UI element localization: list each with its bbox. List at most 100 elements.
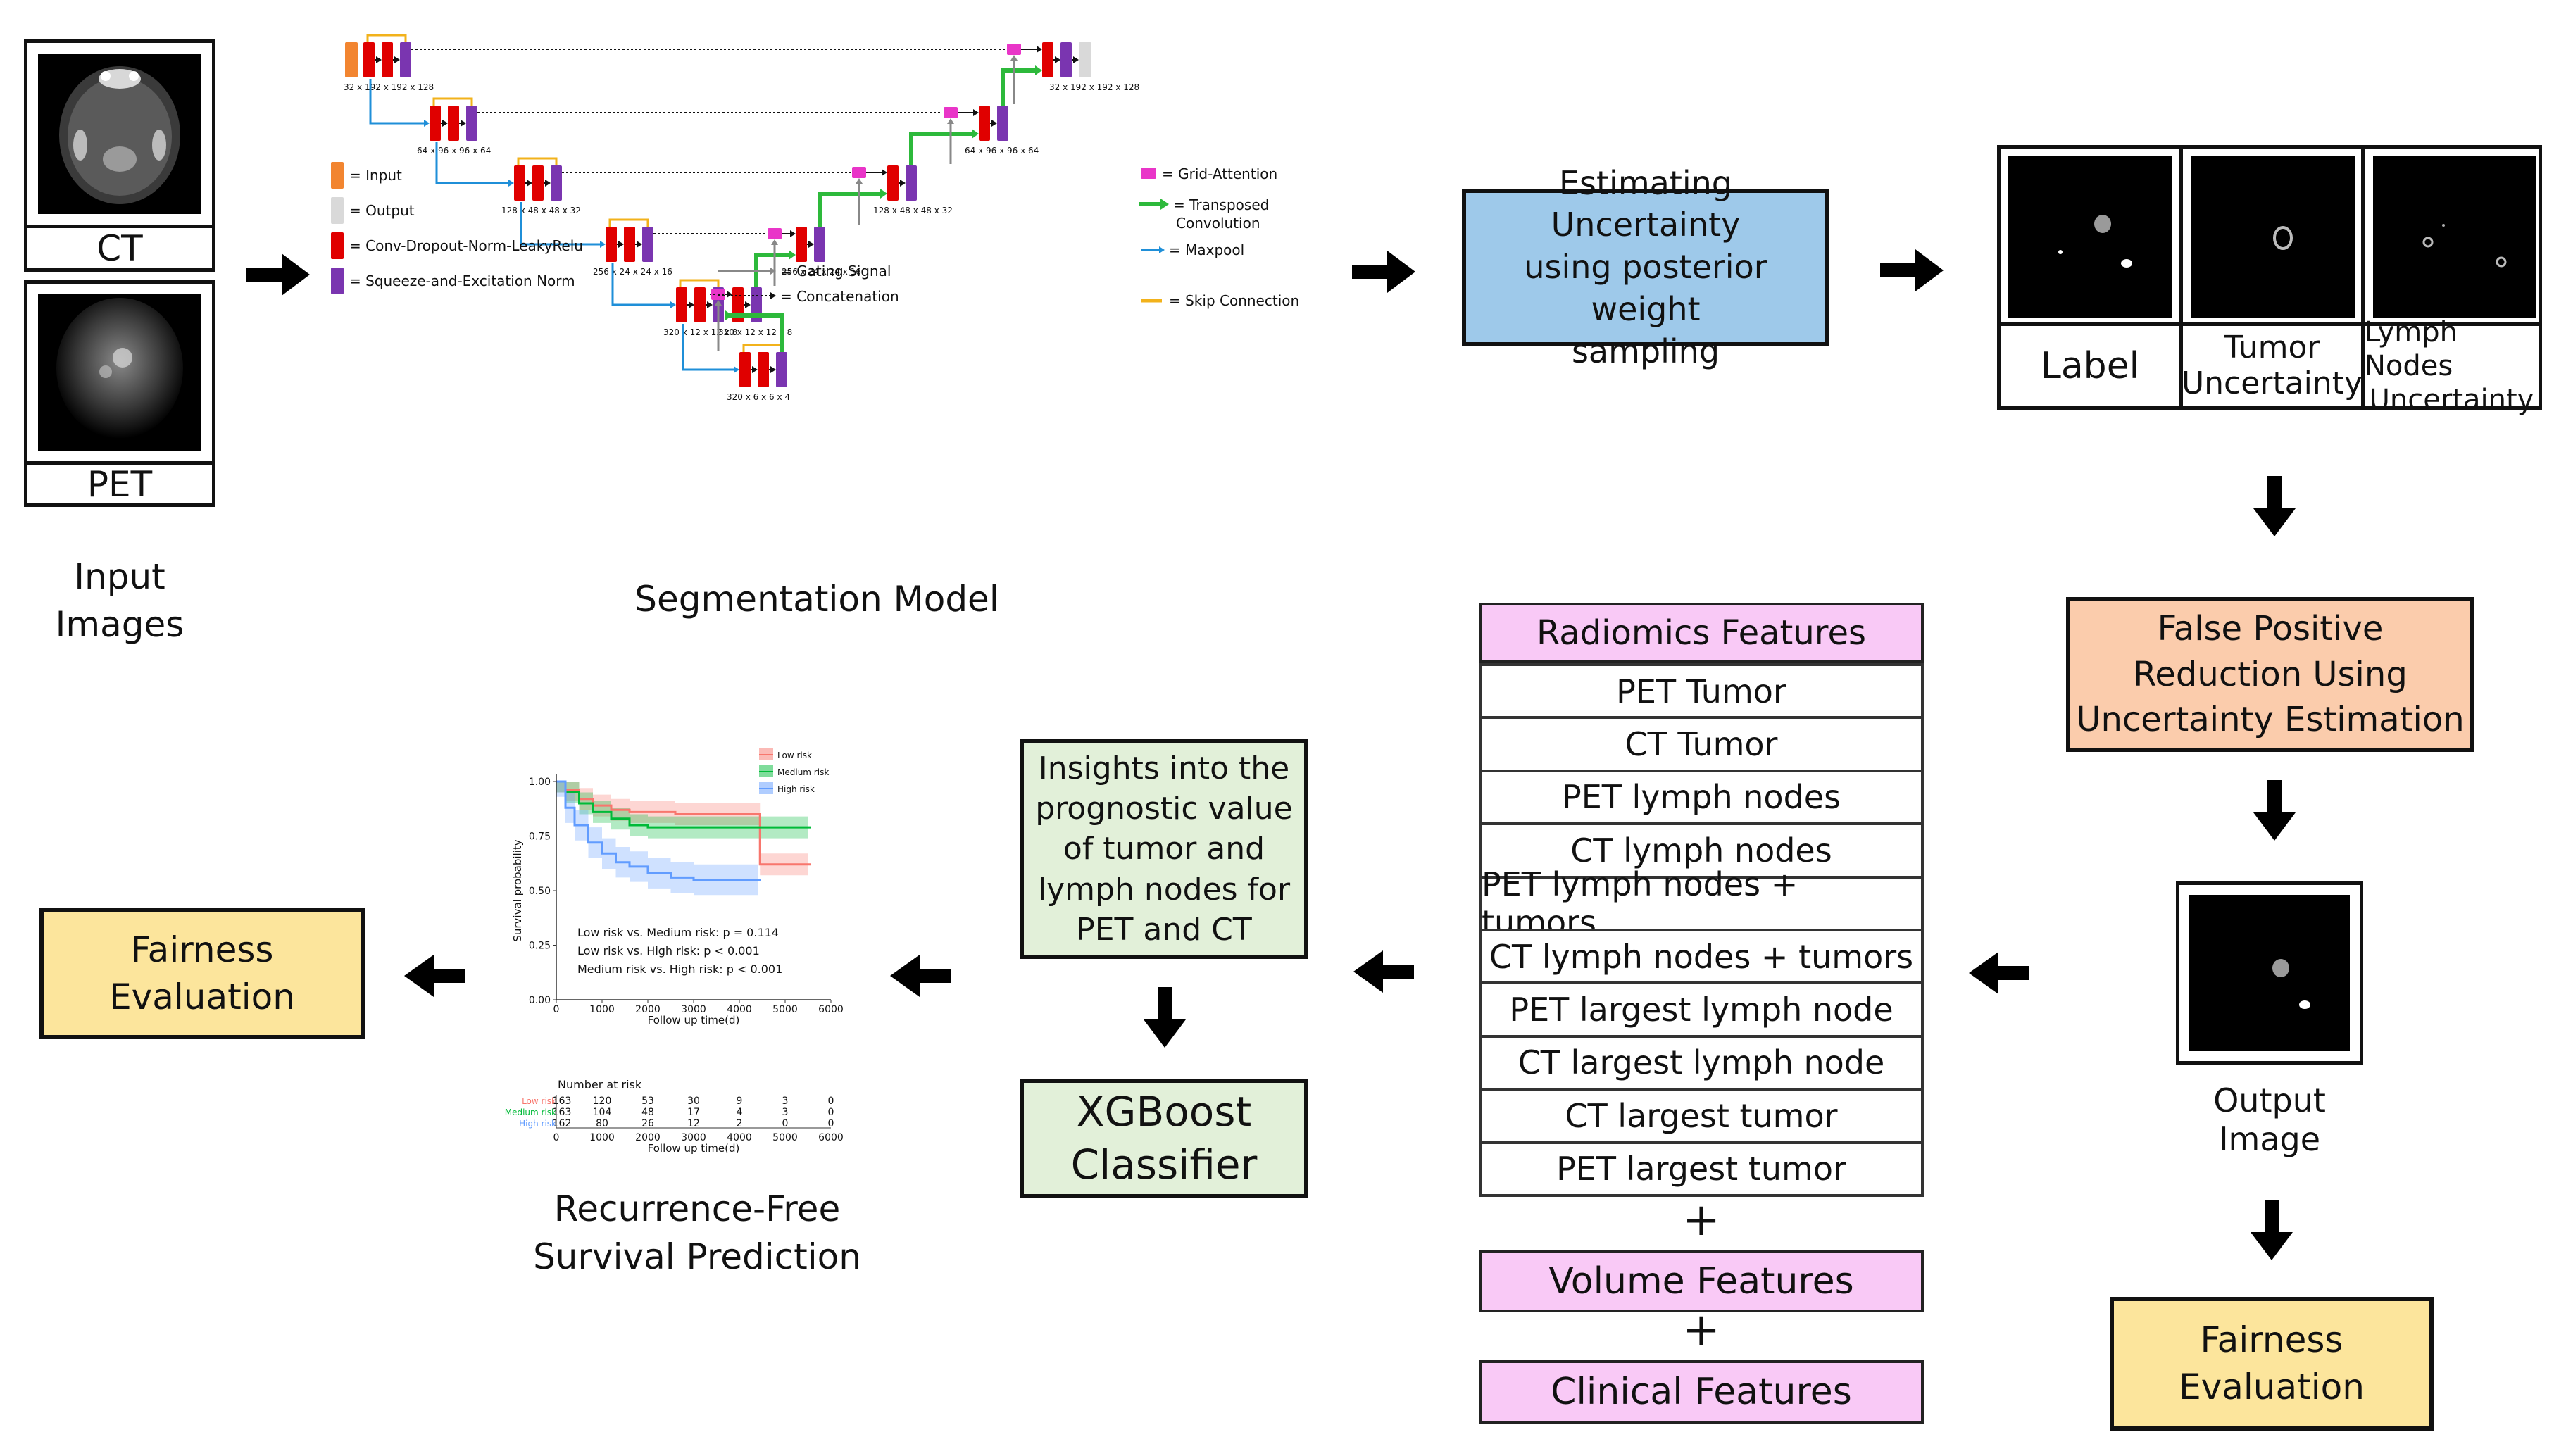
km-risk-value: 163 <box>553 1107 572 1118</box>
km-legend-label: Medium risk <box>777 767 829 777</box>
km-risk-x-tick-label: 1000 <box>589 1132 615 1143</box>
km-confidence-band <box>556 782 758 896</box>
pet-image-frame <box>24 280 215 465</box>
uncertainty-estimation-box: Estimating Uncertainty using posterior w… <box>1462 164 1829 370</box>
unet-conv-block <box>606 227 617 262</box>
lymph-caption-line-2: Uncertainty <box>2369 384 2534 416</box>
unet-conv-block <box>796 227 807 262</box>
unet-se-block <box>906 165 917 201</box>
unet-inner-arrow-head <box>637 241 642 248</box>
unet-conv-block <box>979 106 990 141</box>
legend-swatch <box>331 197 344 224</box>
km-x-tick-label: 3000 <box>681 1004 706 1015</box>
unet-conv-block <box>758 352 769 387</box>
legend-text: = Transposed <box>1173 196 1269 213</box>
label-mask-image <box>2008 156 2172 318</box>
unet-se-block <box>776 352 787 387</box>
label-panel-divider-1 <box>2179 145 2183 410</box>
km-series-line <box>556 780 761 881</box>
unet-concat-arrow-head <box>790 230 796 237</box>
unet-conv-block <box>887 165 899 201</box>
xgboost-line-1: XGBoost <box>1076 1087 1252 1136</box>
km-legend-label: High risk <box>777 784 815 794</box>
radiomics-feature-item: CT largest tumor <box>1479 1088 1924 1144</box>
unet-skip-connection <box>679 279 720 287</box>
unet-dim-label: 128 x 48 x 48 x 32 <box>501 206 581 215</box>
arrow-output-to-fairness <box>2251 1200 2293 1260</box>
unet-skip-connection <box>366 34 407 42</box>
km-risk-x-tick-label: 3000 <box>681 1132 706 1143</box>
unet-conv-block <box>363 42 375 77</box>
unet-conv-block <box>448 106 459 141</box>
legend-text: Convolution <box>1176 215 1260 232</box>
radiomics-features-header: Radiomics Features <box>1479 603 1924 663</box>
radiomics-feature-item: PET lymph nodes + tumors <box>1479 865 1924 941</box>
unet-maxpool-arrow-head <box>670 301 676 308</box>
unet-inner-arrow-head <box>808 241 814 248</box>
legend-swatch <box>331 232 344 259</box>
unet-grid-attention <box>768 228 782 239</box>
unet-skip-connection <box>432 97 473 106</box>
survival-caption-line-1: Recurrence-Free <box>553 1188 841 1229</box>
km-x-tick-label: 2000 <box>635 1004 661 1015</box>
unet-dim-label: 32 x 192 x 192 x 128 <box>1049 82 1139 92</box>
unet-conv-block <box>430 106 441 141</box>
ct-label: CT <box>24 228 215 272</box>
unet-se-block <box>400 42 411 77</box>
unet-se-block <box>814 227 825 262</box>
unet-maxpool-arrow <box>435 142 508 184</box>
unet-conv-block <box>624 227 635 262</box>
km-x-tick-label: 6000 <box>818 1004 844 1015</box>
arrow-false-positive-to-output <box>2253 780 2296 841</box>
arrow-segmentation-to-uncertainty <box>1352 251 1415 293</box>
arrow-insights-to-survival <box>890 955 951 997</box>
insights-line-5: PET and CT <box>1076 911 1252 948</box>
tumor-uncertainty-image <box>2191 156 2355 318</box>
km-risk-value: 9 <box>737 1096 743 1107</box>
km-risk-x-axis-label: Follow up time(d) <box>648 1142 740 1155</box>
unet-transposed-conv-arrow <box>1001 68 1037 106</box>
km-risk-value: 0 <box>828 1118 834 1129</box>
unet-grid-attention <box>852 167 866 178</box>
km-risk-row-label: Medium risk <box>505 1107 556 1117</box>
volume-features-box: Volume Features <box>1479 1250 1924 1312</box>
unet-concat-arrow-head <box>973 109 979 116</box>
clinical-features-box: Clinical Features <box>1479 1360 1924 1424</box>
unet-inner-arrow-head <box>707 301 713 308</box>
arrow-features-to-insights <box>1353 950 1414 993</box>
input-caption-line-2: Images <box>55 603 184 645</box>
unet-maxpool-arrow-head <box>600 241 606 248</box>
unet-maxpool-arrow <box>682 324 734 371</box>
unet-inner-arrow-head <box>527 180 532 187</box>
km-x-axis-label: Follow up time(d) <box>648 1014 740 1027</box>
fairness-evaluation-box-right: Fairness Evaluation <box>2110 1297 2434 1431</box>
legend-text: = Output <box>349 202 415 219</box>
unet-grid-attention <box>944 107 958 118</box>
fairness-left-line-2: Evaluation <box>109 977 295 1017</box>
pet-scan-image <box>38 294 201 451</box>
unet-maxpool-arrow <box>369 79 424 125</box>
unet-gating-signal-head <box>947 118 954 124</box>
legend-grid-swatch <box>1141 168 1156 179</box>
radiomics-feature-item: CT Tumor <box>1479 716 1924 772</box>
unet-inner-arrow-head <box>545 180 551 187</box>
tumor-uncertainty-caption: Tumor Uncertainty <box>2182 326 2362 406</box>
km-y-tick-label: 0.25 <box>529 941 551 952</box>
arrow-input-to-segmentation <box>246 253 310 296</box>
unet-maxpool-arrow <box>520 202 600 246</box>
fairness-right-line-2: Evaluation <box>2179 1367 2365 1407</box>
uncertainty-line-3: sampling <box>1571 332 1720 370</box>
unet-dim-label: 32 x 192 x 192 x 128 <box>344 82 434 92</box>
unet-dim-label: 64 x 96 x 96 x 64 <box>417 146 491 156</box>
km-risk-x-tick-label: 4000 <box>727 1132 752 1143</box>
unet-conv-block <box>514 165 525 201</box>
unet-dim-label: 256 x 24 x 24 x 16 <box>593 267 672 277</box>
input-images-caption: Input Images <box>42 553 197 648</box>
km-y-tick-label: 1.00 <box>529 777 551 788</box>
unet-dim-label: 320 x 6 x 6 x 4 <box>727 392 790 402</box>
unet-transposed-conv-arrow <box>754 253 790 287</box>
unet-input-block <box>345 42 358 77</box>
unet-gating-signal-head <box>856 178 863 184</box>
